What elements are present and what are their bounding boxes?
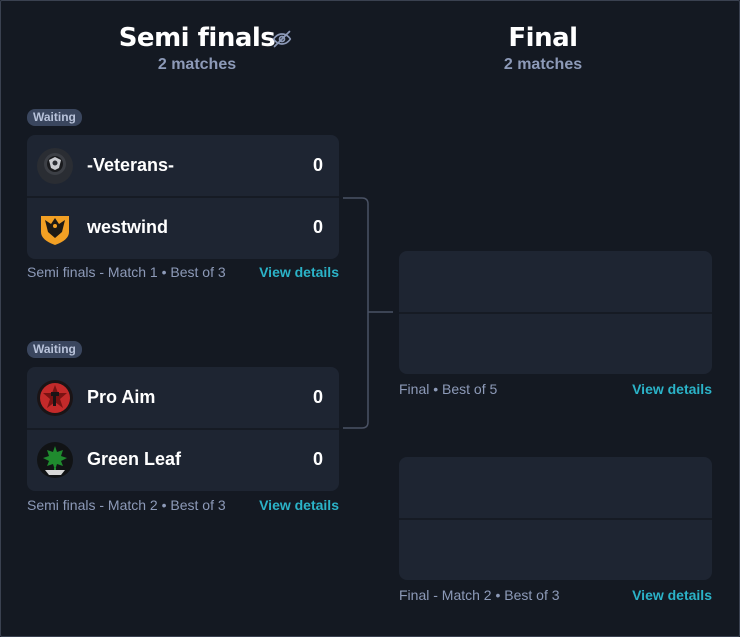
team-score: 0 (312, 449, 323, 469)
view-details-link[interactable]: View details (259, 264, 339, 280)
final-title: Final (508, 23, 578, 53)
semi-finals-match-count: 2 matches (157, 56, 237, 73)
veterans-logo (37, 147, 73, 184)
empty-team-slot (399, 312, 712, 373)
match-meta-final-1: Final • Best of 5 View details (399, 381, 712, 397)
eye-off-icon[interactable] (272, 29, 292, 49)
empty-team-slot (399, 518, 712, 579)
team-name: Pro Aim (87, 387, 156, 407)
match-meta-semi-1: Semi finals - Match 1 • Best of 3 View d… (27, 264, 339, 280)
team-score: 0 (312, 217, 323, 237)
team-score: 0 (312, 387, 323, 407)
match-info: Semi finals - Match 1 • Best of 3 (27, 264, 226, 280)
match-info: Final - Match 2 • Best of 3 (399, 587, 560, 603)
match-meta-semi-2: Semi finals - Match 2 • Best of 3 View d… (27, 497, 339, 513)
match-card-semi-2[interactable]: Pro Aim 0 Green Leaf 0 (27, 367, 339, 491)
match-info: Semi finals - Match 2 • Best of 3 (27, 497, 226, 513)
pro-aim-logo (37, 379, 73, 416)
empty-team-slot (399, 251, 712, 312)
team-row[interactable]: Green Leaf 0 (27, 428, 339, 489)
view-details-link[interactable]: View details (259, 497, 339, 513)
green-leaf-logo (37, 441, 73, 478)
final-header: Final 2 matches (438, 22, 648, 74)
semi-finals-header: Semi finals 2 matches (92, 22, 302, 74)
match-card-semi-1[interactable]: -Veterans- 0 westwind 0 (27, 135, 339, 259)
team-name: westwind (87, 217, 169, 237)
team-name: -Veterans- (87, 155, 175, 175)
match-meta-final-2: Final - Match 2 • Best of 3 View details (399, 587, 712, 603)
team-score: 0 (312, 155, 323, 175)
team-name: Green Leaf (87, 449, 182, 469)
team-row[interactable]: Pro Aim 0 (27, 367, 339, 428)
match-info: Final • Best of 5 (399, 381, 498, 397)
team-row[interactable]: westwind 0 (27, 196, 339, 257)
semi-finals-title: Semi finals (118, 23, 276, 53)
view-details-link[interactable]: View details (632, 381, 712, 397)
view-details-link[interactable]: View details (632, 587, 712, 603)
westwind-logo (37, 210, 73, 246)
empty-team-slot (399, 457, 712, 518)
team-row[interactable]: -Veterans- 0 (27, 135, 339, 196)
status-badge: Waiting (27, 109, 82, 126)
match-card-final-2[interactable] (399, 457, 712, 580)
final-match-count: 2 matches (503, 56, 583, 73)
match-card-final-1[interactable] (399, 251, 712, 374)
status-badge: Waiting (27, 341, 82, 358)
